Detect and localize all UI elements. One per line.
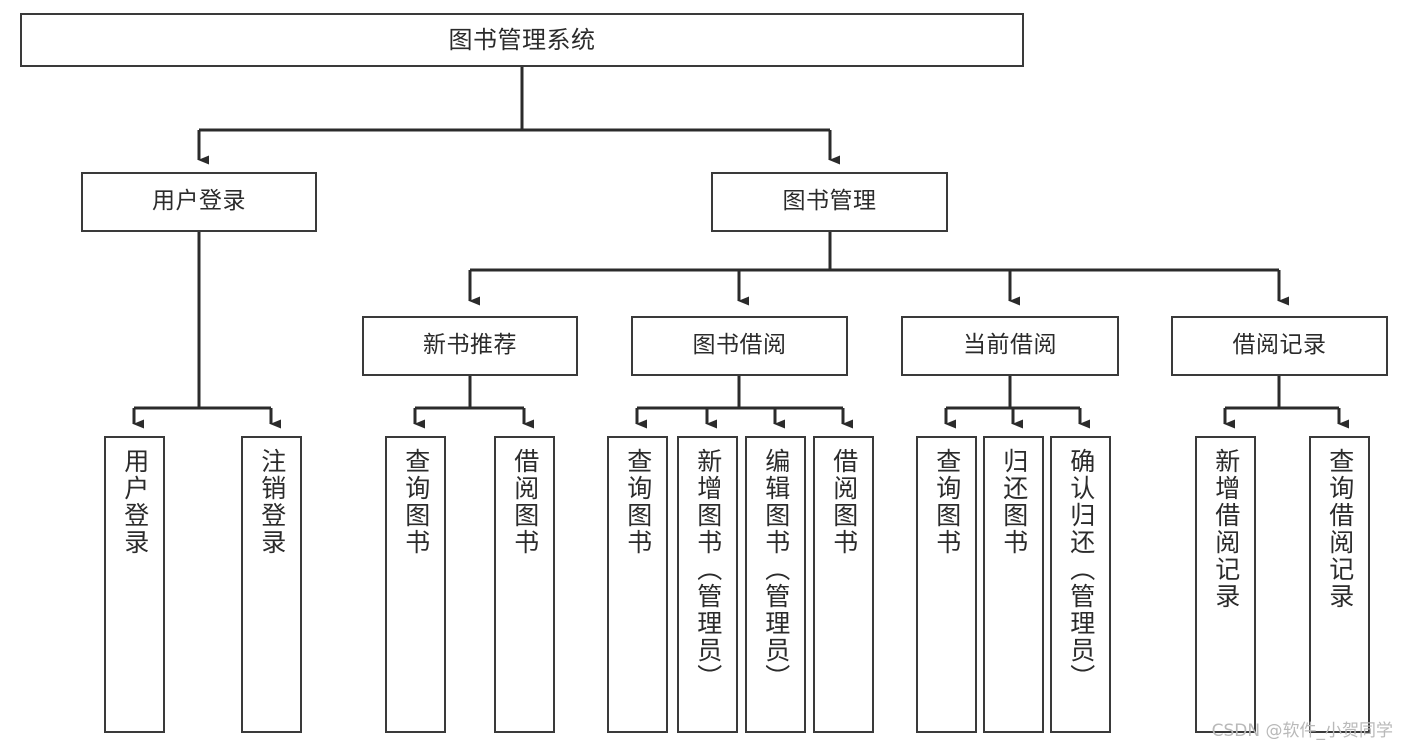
node-label: 注销登录	[257, 448, 287, 556]
node-label: 查询图书	[623, 448, 653, 556]
leaf-borrow-book-new-recommend[interactable]: 借阅图书	[494, 436, 555, 733]
node-label: 新增图书（管理员）	[693, 448, 723, 691]
leaf-add-book-admin[interactable]: 新增图书（管理员）	[677, 436, 738, 733]
node-label: 当前借阅	[963, 332, 1057, 359]
node-user-login[interactable]: 用户登录	[81, 172, 317, 232]
node-root-book-management-system[interactable]: 图书管理系统	[20, 13, 1024, 67]
leaf-return-book[interactable]: 归还图书	[983, 436, 1044, 733]
node-new-book-recommend[interactable]: 新书推荐	[362, 316, 578, 376]
leaf-add-borrow-record[interactable]: 新增借阅记录	[1195, 436, 1256, 733]
node-book-borrow[interactable]: 图书借阅	[631, 316, 848, 376]
leaf-query-book-borrow[interactable]: 查询图书	[607, 436, 668, 733]
leaf-user-login[interactable]: 用户登录	[104, 436, 165, 733]
leaf-borrow-book-borrow[interactable]: 借阅图书	[813, 436, 874, 733]
node-label: 图书管理系统	[448, 25, 596, 54]
node-label: 查询图书	[401, 448, 431, 556]
node-label: 新书推荐	[423, 332, 517, 359]
leaf-confirm-return-admin[interactable]: 确认归还（管理员）	[1050, 436, 1111, 733]
node-label: 用户登录	[120, 448, 150, 556]
node-label: 借阅记录	[1232, 332, 1327, 359]
node-label: 图书管理	[782, 188, 877, 215]
leaf-query-book-current[interactable]: 查询图书	[916, 436, 977, 733]
node-label: 借阅图书	[829, 448, 859, 556]
csdn-watermark: CSDN @软件_小贺同学	[1211, 721, 1393, 741]
node-label: 归还图书	[999, 448, 1029, 556]
node-label: 新增借阅记录	[1211, 448, 1241, 610]
node-label: 编辑图书（管理员）	[761, 448, 791, 691]
node-borrow-record[interactable]: 借阅记录	[1171, 316, 1388, 376]
node-label: 查询图书	[932, 448, 962, 556]
leaf-query-borrow-record[interactable]: 查询借阅记录	[1309, 436, 1370, 733]
leaf-logout-login[interactable]: 注销登录	[241, 436, 302, 733]
node-label: 图书借阅	[692, 332, 787, 359]
node-book-management[interactable]: 图书管理	[711, 172, 948, 232]
node-label: 确认归还（管理员）	[1066, 448, 1096, 691]
node-label: 查询借阅记录	[1325, 448, 1355, 610]
leaf-edit-book-admin[interactable]: 编辑图书（管理员）	[745, 436, 806, 733]
leaf-query-book-new-recommend[interactable]: 查询图书	[385, 436, 446, 733]
node-label: 用户登录	[152, 188, 246, 215]
node-current-borrow[interactable]: 当前借阅	[901, 316, 1119, 376]
node-label: 借阅图书	[510, 448, 540, 556]
